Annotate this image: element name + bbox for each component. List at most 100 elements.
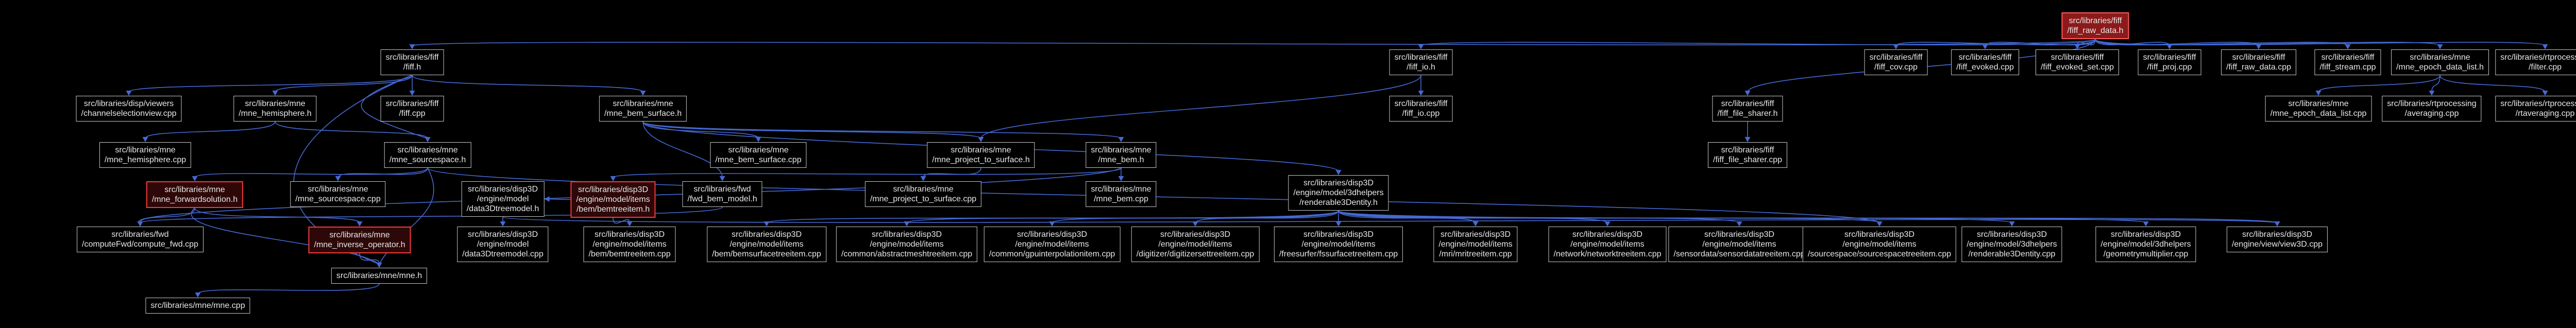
graph-node-rtaveraging_cpp[interactable]: src/libraries/rtprocessing/rtaveraging.c… bbox=[2495, 96, 2576, 122]
arrowhead-raw_data_h-fiff_h bbox=[409, 44, 415, 49]
node-label-line: /bem/bemsurfacetreeitem.cpp bbox=[712, 250, 821, 258]
graph-node-data3dtreemodel_h[interactable]: src/libraries/disp3D/engine/model/data3D… bbox=[461, 181, 545, 217]
graph-node-fiff_cpp[interactable]: src/libraries/fiff/fiff.cpp bbox=[380, 96, 444, 122]
graph-node-fiff_proj_cpp[interactable]: src/libraries/fiff/fiff_proj.cpp bbox=[2138, 49, 2201, 75]
graph-node-fiff_file_sharer_h[interactable]: src/libraries/fiff/fiff_file_sharer.h bbox=[1712, 96, 1783, 122]
graph-node-fiff_h[interactable]: src/libraries/fiff/fiff.h bbox=[380, 49, 444, 75]
graph-node-fiff_cov_cpp[interactable]: src/libraries/fiff/fiff_cov.cpp bbox=[1864, 49, 1928, 75]
edge-bemtreeitem_h-bemtreeitem_cpp bbox=[613, 217, 630, 224]
graph-node-mne_sourcespace_h[interactable]: src/libraries/mne/mne_sourcespace.h bbox=[384, 142, 471, 168]
node-label-line: src/libraries/mne bbox=[164, 185, 225, 194]
node-label-line: /fiff_cov.cpp bbox=[1874, 63, 1918, 72]
graph-node-mne_project_to_surface_cpp[interactable]: src/libraries/mne/mne_project_to_surface… bbox=[865, 181, 982, 207]
graph-node-mne_inverse_operator_h[interactable]: src/libraries/mne/mne_inverse_operator.h bbox=[308, 227, 411, 253]
graph-node-bemtreeitem_h[interactable]: src/libraries/disp3D/engine/model/items/… bbox=[570, 181, 656, 218]
graph-node-mne_bem_h[interactable]: src/libraries/mne/mne_bem.h bbox=[1086, 142, 1157, 168]
graph-node-filter_cpp[interactable]: src/libraries/rtprocessing/filter.cpp bbox=[2495, 49, 2576, 75]
graph-node-fiff_stream_cpp[interactable]: src/libraries/fiff/fiff_stream.cpp bbox=[2314, 49, 2381, 75]
node-label-line: /engine/model/items bbox=[1702, 240, 1776, 249]
graph-node-mne_epoch_data_list_cpp[interactable]: src/libraries/mne/mne_epoch_data_list.cp… bbox=[2265, 96, 2372, 122]
graph-node-mne_h[interactable]: src/libraries/mne/mne.h bbox=[331, 268, 428, 284]
graph-node-mne_bem_cpp[interactable]: src/libraries/mne/mne_bem.cpp bbox=[1086, 181, 1157, 207]
graph-node-digitizersettreeitem_cpp[interactable]: src/libraries/disp3D/engine/model/items/… bbox=[1131, 227, 1260, 262]
node-label-line: /engine/model/items bbox=[1015, 240, 1089, 249]
graph-node-fiff_evoked_cpp[interactable]: src/libraries/fiff/fiff_evoked.cpp bbox=[1951, 49, 2019, 75]
node-label-line: /mne_hemisphere.h bbox=[239, 109, 312, 118]
graph-node-data3dtreemodel_cpp[interactable]: src/libraries/disp3D/engine/model/data3D… bbox=[457, 227, 549, 262]
node-label-line: src/libraries/disp3D bbox=[1704, 230, 1775, 239]
node-label-line: /sensordata/sensordatatreeitem.cpp bbox=[1673, 250, 1805, 258]
edge-fiff_h-mne_sourcespace_h bbox=[361, 75, 428, 139]
graph-node-fiff_io_h[interactable]: src/libraries/fiff/fiff_io.h bbox=[1389, 49, 1453, 75]
graph-node-mne_hemisphere_cpp[interactable]: src/libraries/mne/mne_hemisphere.cpp bbox=[99, 142, 192, 168]
node-label-line: /sourcespace/sourcespacetreeitem.cpp bbox=[1807, 250, 1952, 258]
graph-node-mne_sourcespace_cpp[interactable]: src/libraries/mne/mne_sourcespace.cpp bbox=[290, 181, 386, 207]
graph-node-bemsurfacetreeitem_cpp[interactable]: src/libraries/disp3D/engine/model/items/… bbox=[707, 227, 826, 262]
node-label-line: /mri/mritreeitem.cpp bbox=[1439, 250, 1512, 258]
graph-node-fwd_bem_model_h[interactable]: src/libraries/fwd/fwd_bem_model.h bbox=[682, 181, 762, 207]
graph-node-fiff_evoked_set_cpp[interactable]: src/libraries/fiff/fiff_evoked_set.cpp bbox=[2035, 49, 2120, 75]
graph-node-abstractmeshtreeitem_cpp[interactable]: src/libraries/disp3D/engine/model/items/… bbox=[836, 227, 978, 262]
node-label-line: src/libraries/disp3D bbox=[871, 230, 942, 239]
graph-node-mne_epoch_data_list_h[interactable]: src/libraries/mne/mne_epoch_data_list.h bbox=[2391, 49, 2489, 75]
node-label-line: /fiff_stream.cpp bbox=[2319, 63, 2376, 72]
node-label-line: src/libraries/disp3D bbox=[1303, 179, 1374, 187]
graph-node-mne_hemisphere_h[interactable]: src/libraries/mne/mne_hemisphere.h bbox=[233, 96, 317, 122]
arrowhead-raw_data_h-fiff_io_h bbox=[1418, 44, 1424, 49]
arrowhead-raw_data_h-fiff_proj_cpp bbox=[2166, 44, 2173, 49]
edge-mne_epoch_data_list_h-rtaveraging_cpp bbox=[2439, 75, 2546, 93]
graph-node-gpuinterpolationitem_cpp[interactable]: src/libraries/disp3D/engine/model/items/… bbox=[984, 227, 1121, 262]
node-label-line: /common/abstractmeshtreeitem.cpp bbox=[841, 250, 973, 258]
graph-node-renderable3dentity_h[interactable]: src/libraries/disp3D/engine/model/3dhelp… bbox=[1288, 175, 1389, 211]
graph-node-mne_bem_surface_h[interactable]: src/libraries/mne/mne_bem_surface.h bbox=[599, 96, 687, 122]
node-label-line: src/libraries/mne bbox=[728, 146, 789, 154]
graph-node-mne_forwardsolution_h[interactable]: src/libraries/mne/mne_forwardsolution.h bbox=[146, 181, 244, 208]
graph-node-networktreeitem_cpp[interactable]: src/libraries/disp3D/engine/model/items/… bbox=[1548, 227, 1667, 262]
graph-node-mritreeitem_cpp[interactable]: src/libraries/disp3D/engine/model/items/… bbox=[1433, 227, 1518, 262]
node-label-line: /filter.cpp bbox=[2528, 63, 2562, 72]
graph-node-mne_project_to_surface_h[interactable]: src/libraries/mne/mne_project_to_surface… bbox=[927, 142, 1035, 168]
node-label-line: src/libraries/fiff bbox=[1394, 53, 1448, 62]
graph-node-fiff_io_cpp[interactable]: src/libraries/fiff/fiff_io.cpp bbox=[1389, 96, 1453, 122]
node-label-line: /fiff_io.h bbox=[1406, 63, 1435, 72]
graph-node-view3d_cpp[interactable]: src/libraries/disp3D/engine/view/view3D.… bbox=[2226, 227, 2328, 252]
node-label-line: /engine/model/items bbox=[870, 240, 944, 249]
edge-mne_bem_surface_h-fwd_bem_model_h bbox=[642, 121, 723, 178]
arrowhead-renderable3dentity_h-geometrymultiplier_cpp bbox=[2143, 221, 2149, 227]
node-label-line: src/libraries/mne bbox=[397, 146, 458, 154]
node-label-line: src/libraries/mne/mne.cpp bbox=[150, 301, 245, 310]
graph-node-averaging_cpp[interactable]: src/libraries/rtprocessing/averaging.cpp bbox=[2382, 96, 2482, 122]
node-label-line: /freesurfer/fssurfacetreeitem.cpp bbox=[1279, 250, 1398, 258]
node-label-line: /mne_bem_surface.cpp bbox=[715, 156, 802, 164]
graph-node-sensordatatreeitem_cpp[interactable]: src/libraries/disp3D/engine/model/items/… bbox=[1668, 227, 1810, 262]
edge-raw_data_h-fiff_io_h bbox=[1420, 39, 2096, 46]
graph-node-bemtreeitem_cpp[interactable]: src/libraries/disp3D/engine/model/items/… bbox=[583, 227, 676, 262]
node-label-line: /mne_sourcespace.h bbox=[389, 156, 466, 164]
arrowhead-mne_bem_surface_h-mne_bem_surface_cpp bbox=[755, 137, 761, 142]
graph-node-fiff_file_sharer_cpp[interactable]: src/libraries/fiff/fiff_file_sharer.cpp bbox=[1707, 142, 1788, 168]
graph-node-geometrymultiplier_cpp[interactable]: src/libraries/disp3D/engine/model/3dhelp… bbox=[2095, 227, 2196, 262]
graph-node-renderable3dentity_cpp[interactable]: src/libraries/disp3D/engine/model/3dhelp… bbox=[1961, 227, 2062, 262]
arrowhead-fiff_h-fiff_cpp bbox=[409, 91, 415, 96]
graph-node-sourcespacetreeitem_cpp[interactable]: src/libraries/disp3D/engine/model/items/… bbox=[1802, 227, 1957, 262]
graph-node-compute_fwd_cpp[interactable]: src/libraries/fwd/computeFwd/compute_fwd… bbox=[77, 227, 204, 252]
node-label-line: /data3Dtreemodel.h bbox=[466, 204, 539, 213]
arrowhead-renderable3dentity_h-bemsurfacetreeitem_cpp bbox=[764, 221, 770, 227]
arrowhead-raw_data_h-mne_epoch_data_list_h bbox=[2437, 44, 2443, 49]
node-label-line: src/libraries/rtprocessing bbox=[2500, 53, 2576, 62]
node-label-line: /fiff_evoked.cpp bbox=[1956, 63, 2014, 72]
graph-node-mne_cpp[interactable]: src/libraries/mne/mne.cpp bbox=[145, 298, 250, 314]
arrowhead-data3dtreemodel_h-data3dtreemodel_cpp bbox=[500, 221, 506, 227]
graph-node-mne_bem_surface_cpp[interactable]: src/libraries/mne/mne_bem_surface.cpp bbox=[710, 142, 807, 168]
edge-mne_sourcespace_h-mne_sourcespace_cpp bbox=[337, 167, 428, 178]
edge-renderable3dentity_h-abstractmeshtreeitem_cpp bbox=[906, 210, 1339, 223]
arrowhead-renderable3dentity_h-view3d_cpp bbox=[2274, 221, 2280, 227]
arrowhead-renderable3dentity_h-abstractmeshtreeitem_cpp bbox=[904, 221, 910, 227]
graph-node-channelselectionview_cpp[interactable]: src/libraries/disp/viewers/channelselect… bbox=[76, 96, 182, 122]
edge-fwd_bem_model_h-compute_fwd_cpp bbox=[140, 206, 723, 223]
arrowhead-mne_sourcespace_h-mne_sourcespace_cpp bbox=[335, 176, 341, 181]
graph-node-fiff_raw_data_cpp[interactable]: src/libraries/fiff/fiff_raw_data.cpp bbox=[2221, 49, 2297, 75]
arrowhead-bemtreeitem_h-bemtreeitem_cpp bbox=[626, 221, 633, 227]
node-label-line: /renderable3Dentity.cpp bbox=[1968, 250, 2056, 258]
graph-node-fssurfacetreeitem_cpp[interactable]: src/libraries/disp3D/engine/model/items/… bbox=[1274, 227, 1403, 262]
